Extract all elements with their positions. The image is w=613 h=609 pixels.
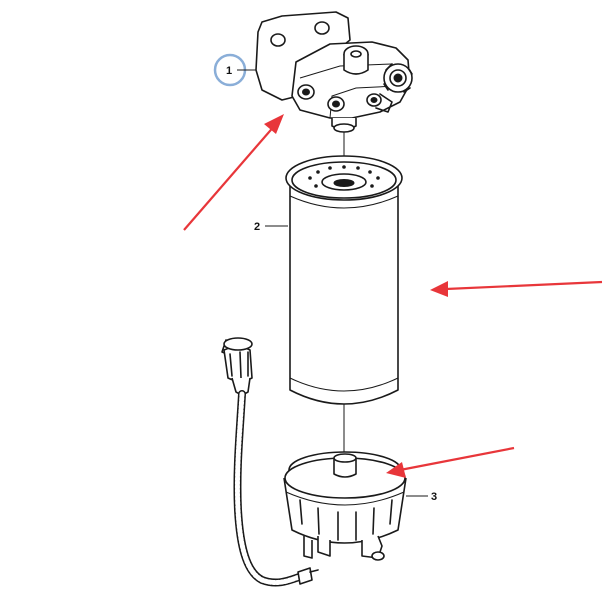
callout-2: 2	[254, 221, 288, 233]
callout-2-label: 2	[254, 221, 260, 233]
annotation-arrow-element	[430, 280, 603, 297]
callout-3: 3	[406, 491, 437, 503]
callout-1: 1	[213, 53, 256, 87]
filter-head	[255, 11, 413, 133]
sensor-cable	[221, 337, 319, 587]
filter-element	[285, 155, 403, 405]
callout-1-label: 1	[226, 65, 232, 77]
annotation-arrow-bowl	[386, 446, 515, 478]
water-separator-bowl	[283, 451, 407, 561]
callout-3-label: 3	[431, 491, 437, 503]
annotation-arrow-head	[183, 114, 284, 231]
